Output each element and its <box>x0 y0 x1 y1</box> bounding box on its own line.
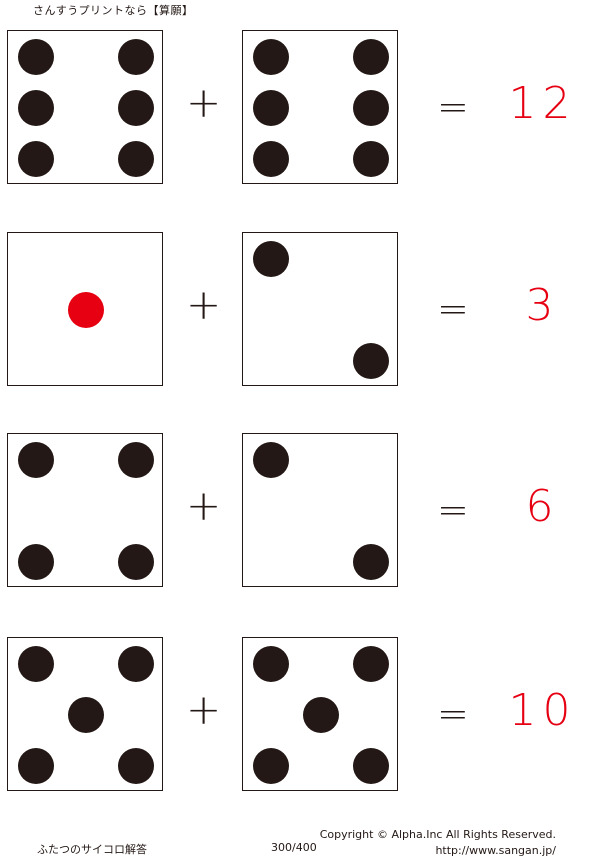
equals-sign: = <box>437 692 469 736</box>
pip <box>253 39 289 75</box>
equals-sign: = <box>437 287 469 331</box>
problem-4: + = 10 <box>0 637 600 797</box>
right-die <box>242 433 398 587</box>
pip <box>353 748 389 784</box>
pip <box>118 646 154 682</box>
plus-sign: + <box>186 280 222 329</box>
pip <box>353 141 389 177</box>
equals-sign: = <box>437 488 469 532</box>
pip <box>18 442 54 478</box>
answer: 10 <box>508 685 577 736</box>
pip <box>353 90 389 126</box>
pip <box>118 544 154 580</box>
worksheet-header: さんすうプリントなら【算願】 <box>33 4 194 17</box>
copyright: Copyright © Alpha.Inc All Rights Reserve… <box>319 828 556 841</box>
pip <box>118 90 154 126</box>
pip <box>118 442 154 478</box>
pip <box>18 39 54 75</box>
answer: 12 <box>508 78 577 129</box>
pip <box>253 646 289 682</box>
right-die <box>242 30 398 184</box>
plus-sign: + <box>186 78 222 127</box>
pip <box>303 697 339 733</box>
pip <box>118 748 154 784</box>
pip <box>353 39 389 75</box>
problem-1: + = 12 <box>0 30 600 190</box>
problem-3: + = 6 <box>0 433 600 593</box>
red-pip <box>68 292 104 328</box>
pip <box>18 90 54 126</box>
plus-sign: + <box>186 685 222 734</box>
pip <box>253 141 289 177</box>
left-die <box>7 232 163 386</box>
pip <box>353 646 389 682</box>
left-die <box>7 433 163 587</box>
right-die <box>242 637 398 791</box>
right-die <box>242 232 398 386</box>
page-number: 300/400 <box>271 841 317 854</box>
pip <box>18 646 54 682</box>
pip <box>118 141 154 177</box>
plus-sign: + <box>186 481 222 530</box>
pip <box>253 748 289 784</box>
answer: 3 <box>525 280 560 331</box>
pip <box>353 343 389 379</box>
pip <box>18 544 54 580</box>
pip <box>253 442 289 478</box>
pip <box>118 39 154 75</box>
left-die <box>7 30 163 184</box>
pip <box>68 697 104 733</box>
problem-2: + = 3 <box>0 232 600 392</box>
footer-title: ふたつのサイコロ解答 <box>37 843 147 856</box>
pip <box>18 748 54 784</box>
answer: 6 <box>525 481 560 532</box>
pip <box>353 544 389 580</box>
pip <box>18 141 54 177</box>
equals-sign: = <box>437 85 469 129</box>
left-die <box>7 637 163 791</box>
pip <box>253 90 289 126</box>
pip <box>253 241 289 277</box>
site-url: http://www.sangan.jp/ <box>435 844 556 857</box>
